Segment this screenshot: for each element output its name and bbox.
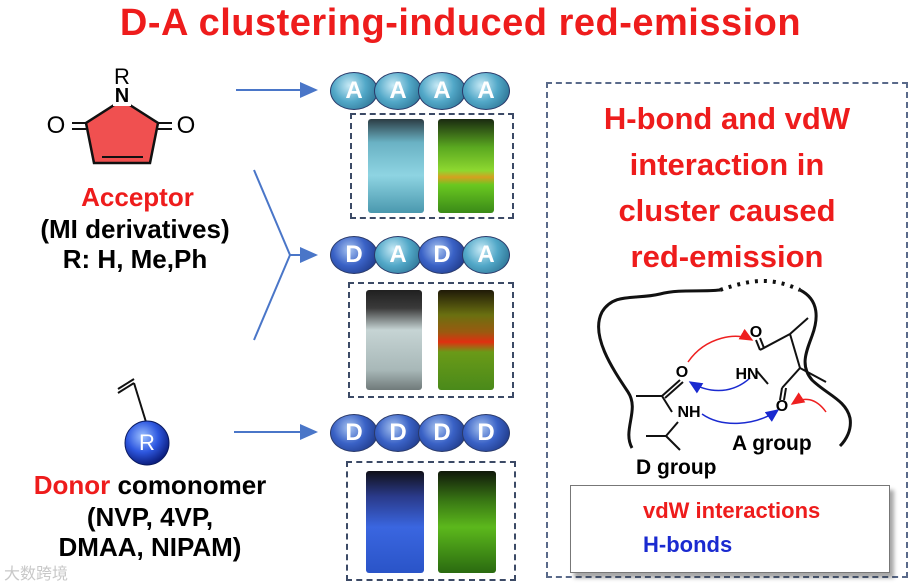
- chain-ball-a: A: [374, 72, 422, 110]
- chain-ball-d: D: [374, 414, 422, 452]
- acceptor-atom-o-left: O: [46, 112, 66, 139]
- acceptor-label: Acceptor: [81, 182, 194, 212]
- chain-ball-a: A: [462, 236, 510, 274]
- chain-ball-a: A: [374, 236, 422, 274]
- chain-ball-d: D: [330, 414, 378, 452]
- heading-line: interaction in: [629, 147, 825, 182]
- chain-ball-a: A: [418, 72, 466, 110]
- donor-label-rest: comonomer: [110, 470, 267, 500]
- chain-middle: D A D A: [330, 236, 510, 274]
- page-title: D-A clustering-induced red-emission: [119, 2, 802, 44]
- vial-uv: [438, 119, 494, 213]
- vial-uv: [438, 471, 496, 573]
- acceptor-line2: R: H, Me,Ph: [62, 244, 208, 274]
- legend-box: vdW interactions H-bonds: [570, 485, 890, 573]
- d-group-label: D group: [636, 456, 717, 479]
- atom-o-amide: O: [675, 364, 689, 381]
- vial-uv: [438, 290, 494, 390]
- chain-ball-d: D: [418, 236, 466, 274]
- atom-nh-amide: NH: [677, 404, 701, 421]
- heading-line: red-emission: [630, 239, 824, 274]
- vial-daylight: [368, 119, 424, 213]
- chain-top: A A A A: [330, 72, 510, 110]
- donor-line1: (NVP, 4VP,: [86, 502, 214, 532]
- chain-ball-d: D: [418, 414, 466, 452]
- chain-ball-d: D: [462, 414, 510, 452]
- watermark: 大数跨境: [4, 566, 69, 583]
- legend-hbond: H-bonds: [643, 532, 733, 557]
- donor-label-colored: Donor: [33, 470, 111, 500]
- legend-vdw: vdW interactions: [643, 498, 821, 523]
- acceptor-line1: (MI derivatives): [40, 214, 230, 244]
- atom-o-imide-bottom: O: [775, 398, 789, 415]
- vial-daylight: [366, 471, 424, 573]
- acceptor-atom-r: R: [114, 64, 130, 89]
- heading-line: H-bond and vdW: [603, 101, 851, 136]
- atom-hn-imide: HN: [735, 366, 759, 383]
- chain-ball-a: A: [462, 72, 510, 110]
- mechanism-panel: [546, 82, 908, 578]
- donor-line2: DMAA, NIPAM): [58, 532, 242, 562]
- acceptor-atom-o-right: O: [176, 112, 196, 139]
- chain-bottom: D D D D: [330, 414, 510, 452]
- heading-line: cluster caused: [618, 193, 836, 228]
- vial-photo-bottom: [346, 461, 516, 581]
- donor-label: Donor comonomer: [0, 470, 300, 501]
- donor-atom-r: R: [139, 430, 155, 455]
- vial-photo-middle: [348, 282, 514, 398]
- vial-photo-top: [350, 113, 514, 219]
- chain-ball-a: A: [330, 72, 378, 110]
- maleimide-ring: [84, 98, 160, 165]
- atom-o-imide-top: O: [749, 324, 763, 341]
- mechanism-heading: H-bond and vdW interaction in cluster ca…: [548, 96, 906, 280]
- chain-ball-d: D: [330, 236, 378, 274]
- vial-daylight: [366, 290, 422, 390]
- acceptor-atom-n: N: [113, 85, 131, 107]
- a-group-label: A group: [732, 432, 812, 455]
